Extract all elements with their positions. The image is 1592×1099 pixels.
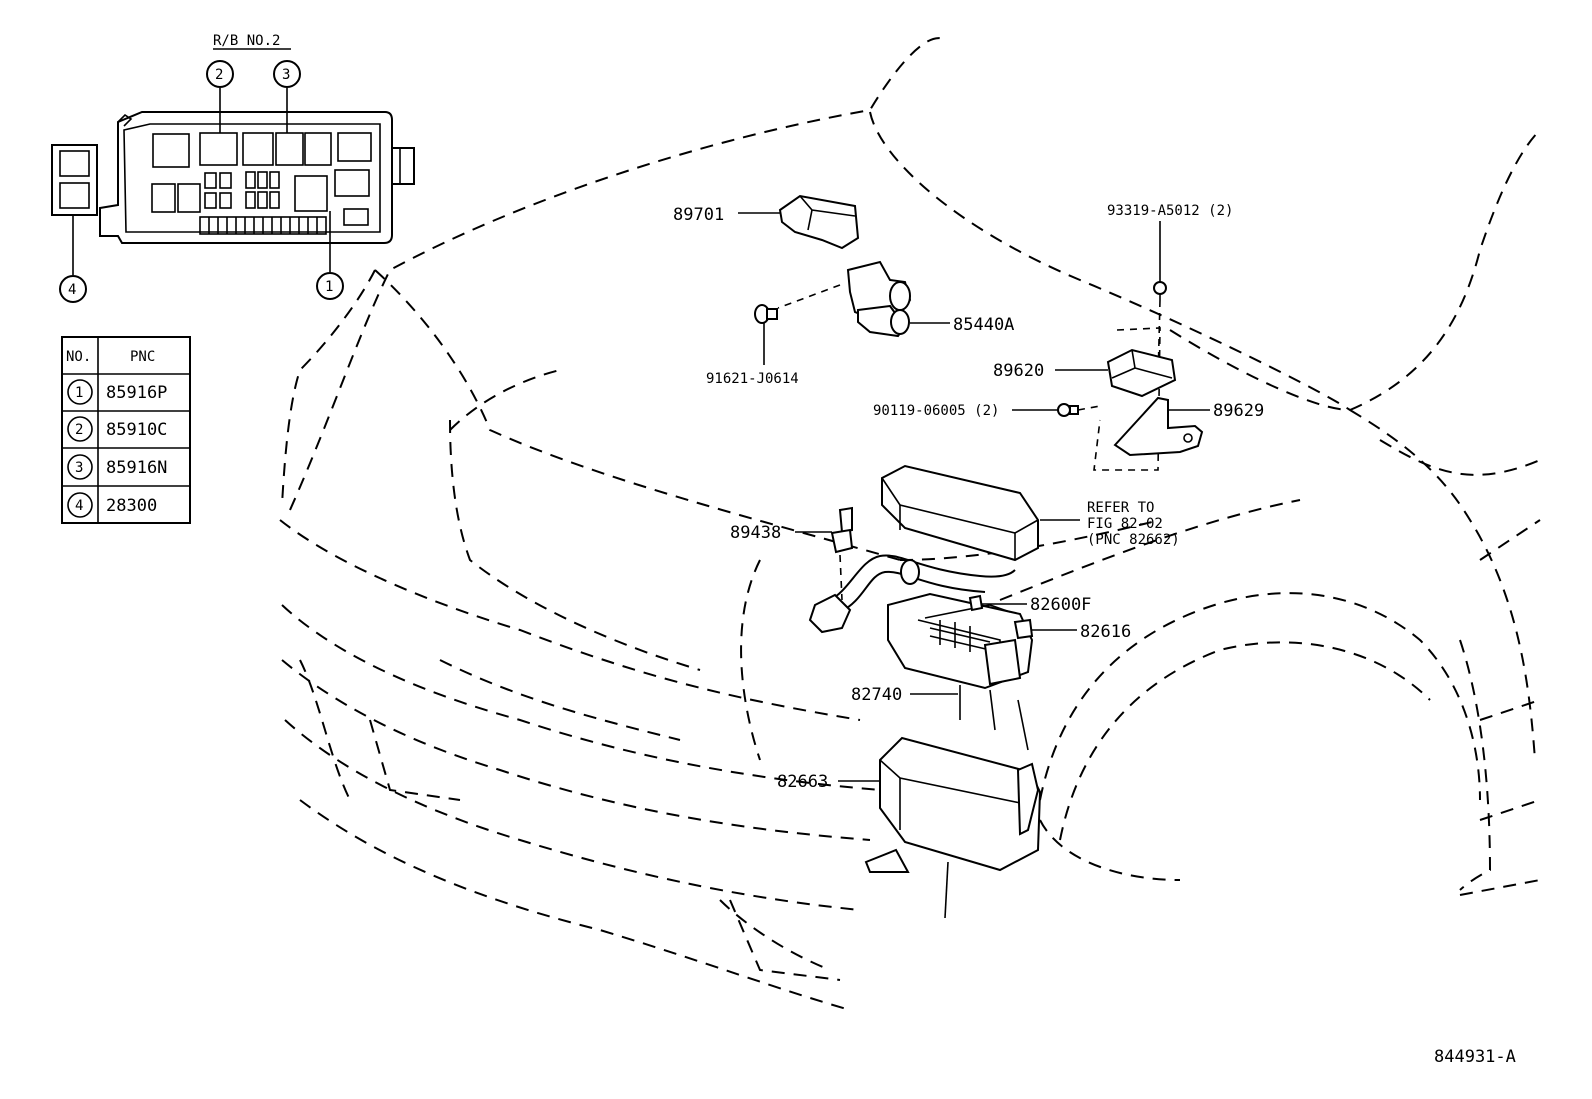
part-93319-A5012: 93319-A5012 (2) bbox=[1107, 203, 1233, 381]
table-row-1-circle bbox=[67, 379, 93, 405]
pnc-table-header-pnc: PNC bbox=[130, 349, 155, 365]
diagram-id: 844931-A bbox=[1434, 1047, 1516, 1067]
label-82740: 82740 bbox=[851, 685, 902, 705]
part-82740: 82740 bbox=[851, 592, 1034, 751]
callout-2-circle bbox=[206, 60, 234, 88]
label-82616: 82616 bbox=[1080, 622, 1131, 642]
refer-note-line-1: REFER TO bbox=[1087, 500, 1154, 516]
table-row-3-no: 3 bbox=[75, 460, 83, 476]
part-90119-06005: 90119-06005 (2) bbox=[873, 403, 1101, 419]
table-row-1-pnc: 85916P bbox=[106, 383, 167, 403]
part-89701: 89701 bbox=[673, 194, 860, 250]
part-82616: 82616 bbox=[1013, 618, 1131, 642]
table-row-3-pnc: 85916N bbox=[106, 458, 167, 478]
wire-harness bbox=[808, 554, 1016, 634]
callout-1-circle bbox=[316, 272, 344, 300]
label-89629: 89629 bbox=[1213, 401, 1264, 421]
relay-block-diagram: R/B NO.2 bbox=[51, 33, 415, 303]
callout-3-circle bbox=[273, 60, 301, 88]
table-row-1-no: 1 bbox=[75, 385, 83, 401]
refer-note-line-2: FIG 82-02 bbox=[1087, 516, 1163, 532]
label-82600F: 82600F bbox=[1030, 595, 1091, 615]
table-row-2-circle bbox=[67, 416, 93, 442]
label-85440A: 85440A bbox=[953, 315, 1014, 335]
label-91621-J0614: 91621-J0614 bbox=[706, 371, 799, 387]
part-89438: 89438 bbox=[730, 506, 854, 601]
callout-3-label: 3 bbox=[282, 67, 290, 83]
part-91621-J0614: 91621-J0614 bbox=[706, 304, 799, 387]
label-82663: 82663 bbox=[777, 772, 828, 792]
pnc-table-header-no: NO. bbox=[66, 349, 91, 365]
part-82663: 82663 bbox=[777, 736, 1042, 919]
part-82600F: 82600F bbox=[968, 594, 1091, 615]
table-row-4-pnc: 28300 bbox=[106, 496, 157, 516]
part-89629: 89629 bbox=[1113, 396, 1264, 457]
part-85440A: 85440A bbox=[846, 260, 1014, 338]
part-89620: 89620 bbox=[993, 327, 1177, 471]
callout-2-label: 2 bbox=[215, 67, 223, 83]
relay-block-title: R/B NO.2 bbox=[213, 33, 280, 49]
label-90119-06005: 90119-06005 (2) bbox=[873, 403, 999, 419]
table-row-3-circle bbox=[67, 454, 93, 480]
label-89620: 89620 bbox=[993, 361, 1044, 381]
fuse-box-cover: REFER TO FIG 82-02 (PNC 82662) bbox=[881, 464, 1180, 562]
label-93319-A5012: 93319-A5012 (2) bbox=[1107, 203, 1233, 219]
table-row-4-no: 4 bbox=[75, 498, 83, 514]
callout-1-label: 1 bbox=[325, 279, 333, 295]
callout-4-label: 4 bbox=[68, 282, 76, 298]
label-89438: 89438 bbox=[730, 523, 781, 543]
pnc-table: NO. PNC 1 85916P 2 85910C 3 85916N 4 283… bbox=[61, 336, 191, 524]
table-row-2-no: 2 bbox=[75, 422, 83, 438]
table-row-2-pnc: 85910C bbox=[106, 420, 167, 440]
callout-4-circle bbox=[59, 275, 87, 303]
table-row-4-circle bbox=[67, 492, 93, 518]
vehicle-outline bbox=[279, 37, 1541, 1011]
refer-note-line-3: (PNC 82662) bbox=[1087, 532, 1180, 548]
label-89701: 89701 bbox=[673, 205, 724, 225]
